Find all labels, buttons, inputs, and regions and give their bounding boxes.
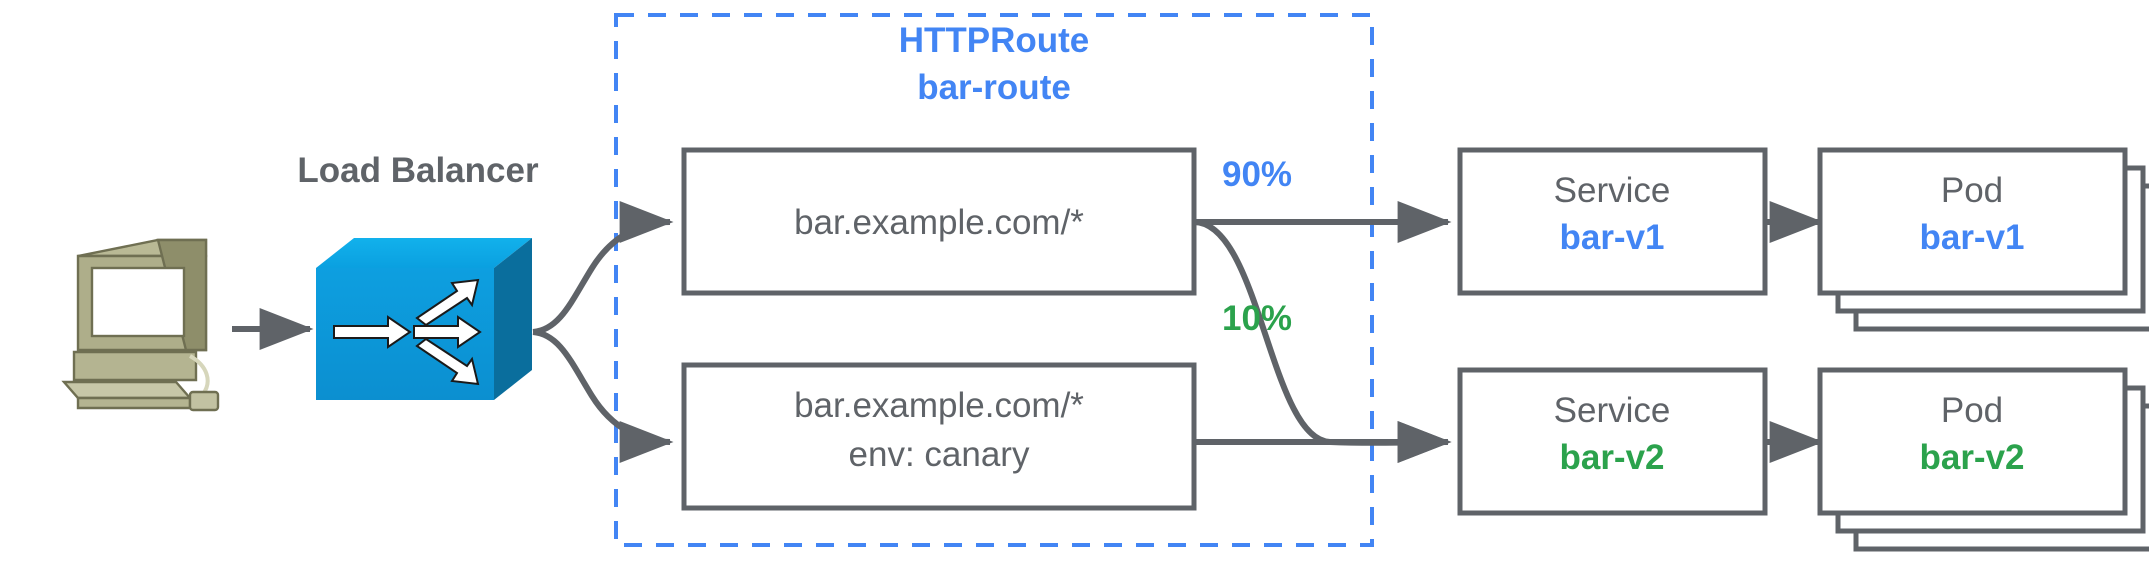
pod-v2-kind: Pod: [1941, 391, 2003, 430]
pod-v2-name: bar-v2: [1919, 438, 2024, 477]
pod-node-bar-v2[interactable]: Pod bar-v2: [1817, 367, 2149, 552]
weight-label-v1: 90%: [1222, 155, 1292, 194]
route-canary-line2: env: canary: [849, 435, 1030, 474]
service-v2-kind: Service: [1554, 391, 1671, 430]
pod-v1-rect: [1817, 147, 2128, 296]
httproute-name-label: bar-route: [917, 68, 1071, 107]
pod-node-bar-v1[interactable]: Pod bar-v1: [1817, 147, 2149, 332]
service-node-bar-v2[interactable]: Service bar-v2: [1457, 367, 1768, 516]
route-canary-line1: bar.example.com/*: [794, 386, 1084, 425]
route-match-box-primary[interactable]: bar.example.com/*: [681, 147, 1197, 296]
route-match-box-canary[interactable]: bar.example.com/* env: canary: [681, 362, 1197, 511]
pod-v1-kind: Pod: [1941, 171, 2003, 210]
route-canary-rect: [681, 362, 1197, 511]
edge-lb-to-route-canary: [532, 329, 674, 463]
service-v1-kind: Service: [1554, 171, 1671, 210]
load-balancer-label: Load Balancer: [297, 151, 539, 190]
httproute-kind-label: HTTPRoute: [899, 21, 1090, 60]
service-v1-name: bar-v1: [1559, 218, 1664, 257]
route-primary-line1: bar.example.com/*: [794, 203, 1084, 242]
workstation-icon: [61, 238, 220, 412]
pod-v2-rect: [1817, 367, 2128, 516]
load-balancer-switch-icon: [316, 238, 532, 400]
service-v2-name: bar-v2: [1559, 438, 1664, 477]
service-v1-rect: [1457, 147, 1768, 296]
edge-lb-to-route-primary: [532, 201, 674, 335]
route-primary-rect: [681, 147, 1197, 296]
pod-v1-name: bar-v1: [1919, 218, 2024, 257]
service-node-bar-v1[interactable]: Service bar-v1: [1457, 147, 1768, 296]
httproute-group-box: [614, 13, 1374, 547]
weight-label-v2: 10%: [1222, 299, 1292, 338]
